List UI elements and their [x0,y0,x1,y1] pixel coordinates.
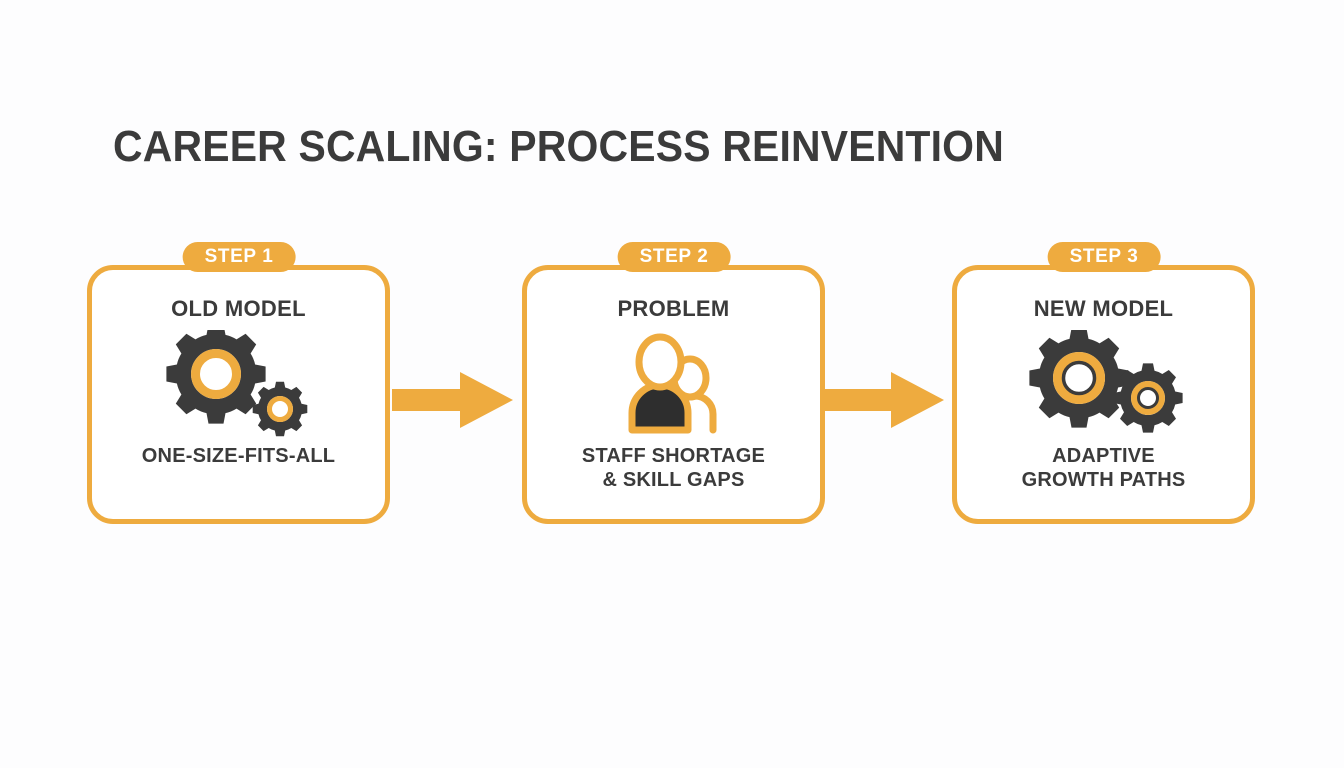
process-flow: OLD MODEL [0,242,1344,532]
step-heading-1: OLD MODEL [171,296,306,321]
step-caption-2: STAFF SHORTAGE & SKILL GAPS [581,445,766,492]
step-badge-1: STEP 1 [182,242,296,272]
step-card-1[interactable]: OLD MODEL [87,265,390,524]
step-card-3[interactable]: NEW MODEL [952,265,1255,524]
page-title: CAREER SCALING: PROCESS REINVENTION [113,122,1004,171]
arrow-right-icon-2 [823,370,945,430]
people-group-icon [599,330,749,438]
two-gears-icon [164,330,314,438]
two-gears-icon [1024,330,1184,438]
step-card-2[interactable]: PROBLEM STAFF SHORTAGE & SKILL GAPS [522,265,825,524]
step-caption-1: ONE-SIZE-FITS-ALL [141,445,336,467]
step-badge-3: STEP 3 [1047,242,1161,272]
step-heading-2: PROBLEM [617,296,730,321]
step-badge-2: STEP 2 [617,242,731,272]
arrow-right-icon-1 [392,370,514,430]
step-heading-3: NEW MODEL [1033,296,1174,321]
step-caption-3: ADAPTIVE GROWTH PATHS [1021,445,1186,492]
